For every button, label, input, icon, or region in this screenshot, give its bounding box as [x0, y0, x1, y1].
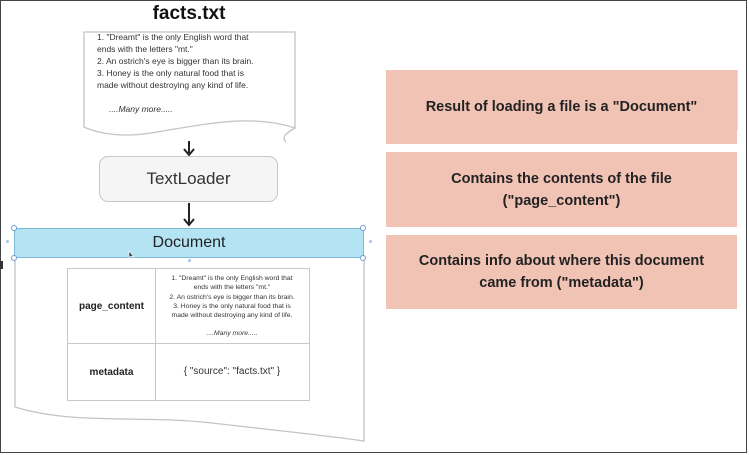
- file-line: made without destroying any kind of life…: [97, 80, 249, 90]
- document-label: Document: [152, 234, 226, 251]
- file-line: 3. Honey is the only natural food that i…: [97, 68, 244, 78]
- arrow-down-icon: [183, 203, 195, 227]
- mouse-cursor-icon: [128, 250, 135, 259]
- page-content-line: 1. "Dreamt" is the only English word tha…: [171, 274, 293, 282]
- page-content-line: 3. Honey is the only natural food that i…: [173, 303, 291, 310]
- edge-marker: [0, 261, 3, 269]
- callout-text: Contains info about where this document …: [418, 253, 705, 291]
- callout-text: Result of loading a file is a "Document": [425, 99, 698, 115]
- callout-page-content: Contains the contents of the file ("page…: [386, 152, 737, 227]
- file-line: 1. "Dreamt" is the only English word tha…: [97, 32, 249, 42]
- document-header[interactable]: Document: [14, 228, 364, 258]
- callout-document: Result of loading a file is a "Document": [386, 70, 737, 144]
- file-more: ....Many more.....: [109, 104, 173, 114]
- callout-metadata: Contains info about where this document …: [386, 235, 737, 309]
- metadata-key: metadata: [68, 343, 156, 401]
- textloader-label: TextLoader: [146, 169, 231, 188]
- file-content: 1. "Dreamt" is the only English word tha…: [97, 31, 254, 115]
- callout-text: Contains the contents of the file ("page…: [451, 170, 672, 209]
- divider: [737, 70, 738, 130]
- page-content-value: 1. "Dreamt" is the only English word tha…: [155, 269, 309, 343]
- file-title: facts.txt: [152, 3, 226, 24]
- file-document-shape[interactable]: [81, 29, 299, 145]
- selection-handle[interactable]: [11, 255, 17, 261]
- selection-handle[interactable]: [360, 225, 366, 231]
- textloader-node[interactable]: TextLoader: [99, 156, 278, 202]
- table-row: metadata { "source": "facts.txt" }: [68, 343, 309, 401]
- arrow-down-icon: [183, 141, 195, 157]
- anchor-dot[interactable]: [6, 240, 9, 243]
- table-row: page_content 1. "Dreamt" is the only Eng…: [68, 269, 309, 344]
- anchor-dot[interactable]: [188, 259, 191, 262]
- page-content-line: made without destroying any kind of life…: [171, 312, 293, 320]
- metadata-value: { "source": "facts.txt" }: [183, 366, 281, 378]
- selection-handle[interactable]: [11, 225, 17, 231]
- page-content-more: ....Many more.....: [206, 329, 258, 337]
- page-content-line: ends with the letters "mt.": [193, 284, 271, 292]
- selection-handle[interactable]: [360, 255, 366, 261]
- file-line: ends with the letters "mt.": [97, 44, 193, 54]
- page-content-line: 2. An ostrich's eye is bigger than its b…: [169, 293, 295, 301]
- file-line: 2. An ostrich's eye is bigger than its b…: [97, 56, 254, 66]
- anchor-dot[interactable]: [369, 240, 372, 243]
- page-content-key: page_content: [68, 269, 156, 343]
- document-table: page_content 1. "Dreamt" is the only Eng…: [67, 268, 310, 401]
